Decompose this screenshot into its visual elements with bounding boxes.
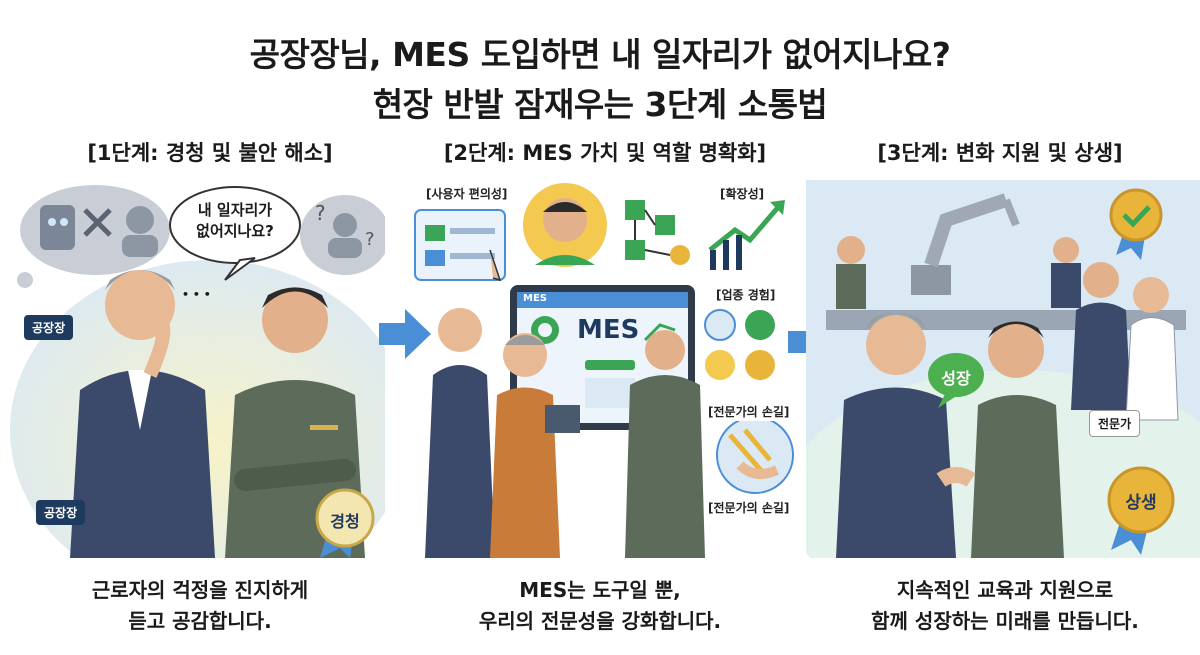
expert-tools-icon [716, 416, 794, 494]
label-industry-experience: [업종 경험] [713, 285, 779, 304]
screen-title-text: MES [577, 315, 640, 345]
step-3-illustration: 성장 전문가 상생 [806, 180, 1200, 558]
speech-bubble-line-1: 내 일자리가 [197, 201, 273, 219]
worker-handshake-figure [971, 321, 1064, 558]
page-title-line-2: 현장 반발 잠재우는 3단계 소통법 [372, 85, 828, 124]
factory-manager-figure [70, 270, 215, 558]
step-1-caption-line-1: 근로자의 걱정을 진지하게 [91, 578, 309, 602]
car-icon [704, 309, 736, 341]
silence-dots: • • • [182, 288, 211, 301]
label-expert-touch-2: [전문가의 손길] [705, 498, 793, 517]
expert-team [1071, 262, 1179, 421]
question-bubble: ? ? [300, 195, 385, 275]
network-icon [625, 200, 690, 265]
step-1-caption: 근로자의 걱정을 진지하게 듣고 공감합니다. [30, 575, 370, 637]
win-win-badge-label: 상생 [1125, 493, 1157, 513]
worker-head-icon [126, 206, 154, 234]
step-3-caption-line-2: 함께 성장하는 미래를 만듭니다. [871, 609, 1139, 633]
manager-tag-top: 공장장 [24, 315, 74, 340]
manager-tag-bottom: 공장장 [36, 500, 86, 525]
step-3-heading: [3단계: 변화 지원 및 상생] [877, 141, 1123, 165]
step-1-scene-art: ? ? [10, 185, 385, 558]
robot-arm-icon [911, 193, 1020, 295]
worker-icon [705, 350, 735, 380]
robot-worry-bubble [17, 185, 170, 288]
industry-experience-icons [704, 309, 775, 380]
speech-bubble-line-2: 없어지나요? [196, 222, 274, 240]
page-title-line-1: 공장장님, MES 도입하면 내 일자리가 없어지나요? [249, 35, 951, 74]
step-3-caption: 지속적인 교육과 지원으로 함께 성장하는 미래를 만듭니다. [830, 575, 1180, 637]
robot-icon [40, 205, 75, 250]
speech-bubble [169, 186, 301, 281]
screen-header-text: MES [523, 293, 547, 304]
label-expert-touch-1: [전문가의 손길] [705, 402, 793, 421]
arrow-right-icon [379, 309, 431, 359]
truck-icon [745, 350, 775, 380]
growth-chart-icon [708, 200, 785, 270]
step-2-illustration: [사용자 편의성] [확장성] [업종 경험] [전문가의 손길] [전문가의 … [405, 180, 805, 558]
step-3-caption-line-1: 지속적인 교육과 지원으로 [896, 578, 1114, 602]
step-2-caption-line-1: MES는 도구일 뿐, [519, 578, 681, 602]
handshake-icon [936, 467, 976, 487]
manager-handshake-figure [836, 312, 956, 558]
svg-text:?: ? [315, 201, 326, 225]
pointer-hand-icon [489, 249, 502, 282]
check-icon [1122, 205, 1151, 228]
step-2-caption: MES는 도구일 뿐, 우리의 전문성을 강화합니다. [420, 575, 780, 637]
presenting-team [425, 308, 705, 558]
step-1-caption-line-2: 듣고 공감합니다. [128, 609, 272, 633]
achievement-medal [1109, 188, 1163, 260]
usability-card [414, 209, 506, 282]
step-2-scene-art [414, 183, 794, 558]
mes-dashboard-screen [510, 285, 695, 430]
tablet-icon [545, 405, 580, 433]
operator-avatar [523, 183, 607, 267]
chip-icon [745, 310, 775, 340]
speech-bubble-text: 내 일자리가 없어지나요? [172, 200, 298, 242]
empathy-badge [315, 488, 375, 558]
label-scalability: [확장성] [717, 184, 768, 203]
empathy-badge-label: 경청 [330, 512, 360, 531]
tools-icon [83, 208, 112, 237]
win-win-badge [1107, 466, 1175, 555]
step-2-caption-line-2: 우리의 전문성을 강화합니다. [478, 609, 722, 633]
expert-tag: 전문가 [1089, 410, 1141, 437]
step-1-illustration: ? ? 내 일자리가 없어지나요? • • • 공장장 공장장 경청 [10, 180, 385, 558]
growth-bubble-text: 성장 [941, 369, 971, 388]
step-1-heading: [1단계: 경청 및 불안 해소] [87, 141, 333, 165]
step-2-heading: [2단계: MES 가치 및 역할 명확화] [443, 141, 767, 165]
growth-bubble [928, 353, 984, 408]
label-usability: [사용자 편의성] [423, 184, 511, 203]
svg-text:?: ? [365, 229, 375, 250]
